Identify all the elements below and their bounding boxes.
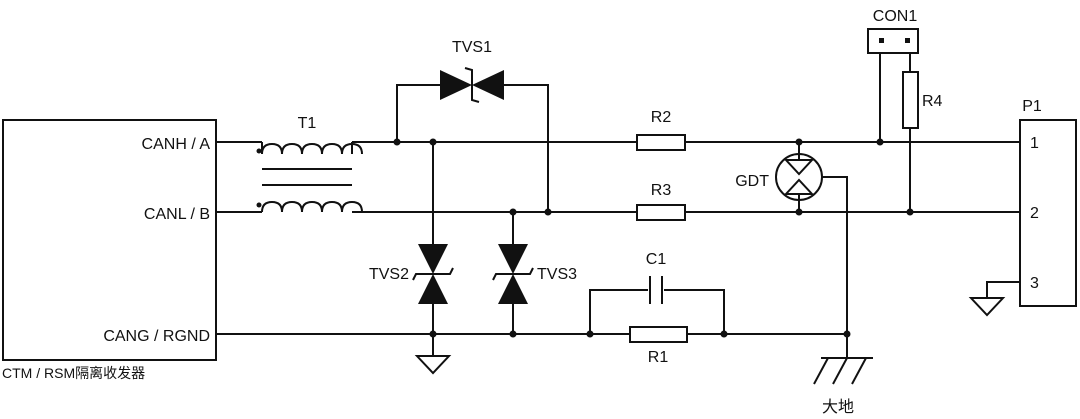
junction [586,330,594,338]
junction [795,138,803,146]
earth-hatch [832,357,848,385]
t1-coil-bottom [261,200,363,213]
earth-ground-symbol: 大地 [813,357,873,416]
r2-label: R2 [651,109,672,126]
ground-triangle [414,355,452,375]
p1-pin-3-label: 3 [1030,275,1039,292]
junction [393,138,401,146]
wire-tvs1-left [396,84,440,142]
t1-label: T1 [298,115,317,132]
con1-body [867,28,919,54]
tvs3-triangle-top [498,244,528,274]
pin-label-cang: CANG / RGND [103,328,210,345]
transformer-t1: T1 [256,115,363,213]
tvs3-bar [492,267,534,281]
tvs3-label: TVS3 [537,266,577,283]
p1-label: P1 [1022,98,1042,115]
tvs3-triangle-bottom [498,274,528,304]
earth-hatch [851,357,867,385]
t1-coil-top [261,142,363,155]
con1-pin-1 [879,38,884,43]
gdt-label: GDT [735,173,769,190]
tvs1-triangle-left [440,70,472,100]
tvs2-label: TVS2 [369,266,409,283]
tvs2-bar [412,267,454,281]
tvs2-triangle-bottom [418,274,448,304]
junction [795,208,803,216]
junction [876,138,884,146]
junction [429,330,437,338]
r4-label: R4 [922,93,943,110]
ground-symbol-tvs2 [414,355,452,375]
junction [906,208,914,216]
gdt-electrode-bottom [783,178,815,195]
wire-p1-pin3 [986,281,1020,298]
p1-pin-2-label: 2 [1030,205,1039,222]
tvs1-diode: TVS1 [440,39,504,103]
con1-pin-2 [905,38,910,43]
tvs2-triangle-top [418,244,448,274]
transceiver-block: CANH / A CANL / B CANG / RGND CTM / RSM隔… [2,119,217,381]
resistor-r2: R2 [636,109,686,151]
tvs1-bar [464,67,480,103]
t1-phase-dot-top [256,148,262,154]
jumper-con1: CON1 [867,8,919,54]
junction [544,208,552,216]
gas-discharge-tube: GDT [735,153,823,201]
p1-body [1019,119,1077,307]
r4-body [902,71,919,129]
r2-body [636,134,686,151]
junction [509,330,517,338]
junction [720,330,728,338]
gdt-electrode-top [783,159,815,176]
junction [429,138,437,146]
tvs2-diode: TVS2 [369,244,454,304]
resistor-r3: R3 [636,182,686,221]
transceiver-box [2,119,217,361]
tvs3-diode: TVS3 [492,244,577,304]
c1-label: C1 [646,251,667,268]
pin-label-canl: CANL / B [144,206,210,223]
tvs1-triangle-right [472,70,504,100]
r3-label: R3 [651,182,672,199]
earth-label: 大地 [822,398,854,416]
r1-body [629,326,688,343]
connector-p1: P1 1 2 3 [1019,98,1077,307]
r1-label: R1 [648,349,669,366]
t1-phase-dot-bottom [256,202,262,208]
transceiver-caption: CTM / RSM隔离收发器 [2,365,145,381]
junction [509,208,517,216]
wires [216,52,1020,358]
r3-body [636,204,686,221]
con1-label: CON1 [873,8,918,25]
resistor-r4: R4 [902,71,943,129]
pin-label-canh: CANH / A [142,136,211,153]
wire-tvs1-right [504,84,549,212]
capacitor-c1: C1 [646,251,667,304]
junction [843,330,851,338]
earth-hatch [813,357,829,385]
tvs1-label: TVS1 [452,39,492,56]
junctions [393,138,914,338]
wire-gdt-earth [822,176,848,358]
wire-c1-left [589,289,648,334]
ground-symbol-p1 [968,297,1006,317]
ground-triangle [968,297,1006,317]
p1-pin-1-label: 1 [1030,135,1039,152]
resistor-r1: R1 [629,326,688,366]
wire-c1-right [664,289,725,334]
